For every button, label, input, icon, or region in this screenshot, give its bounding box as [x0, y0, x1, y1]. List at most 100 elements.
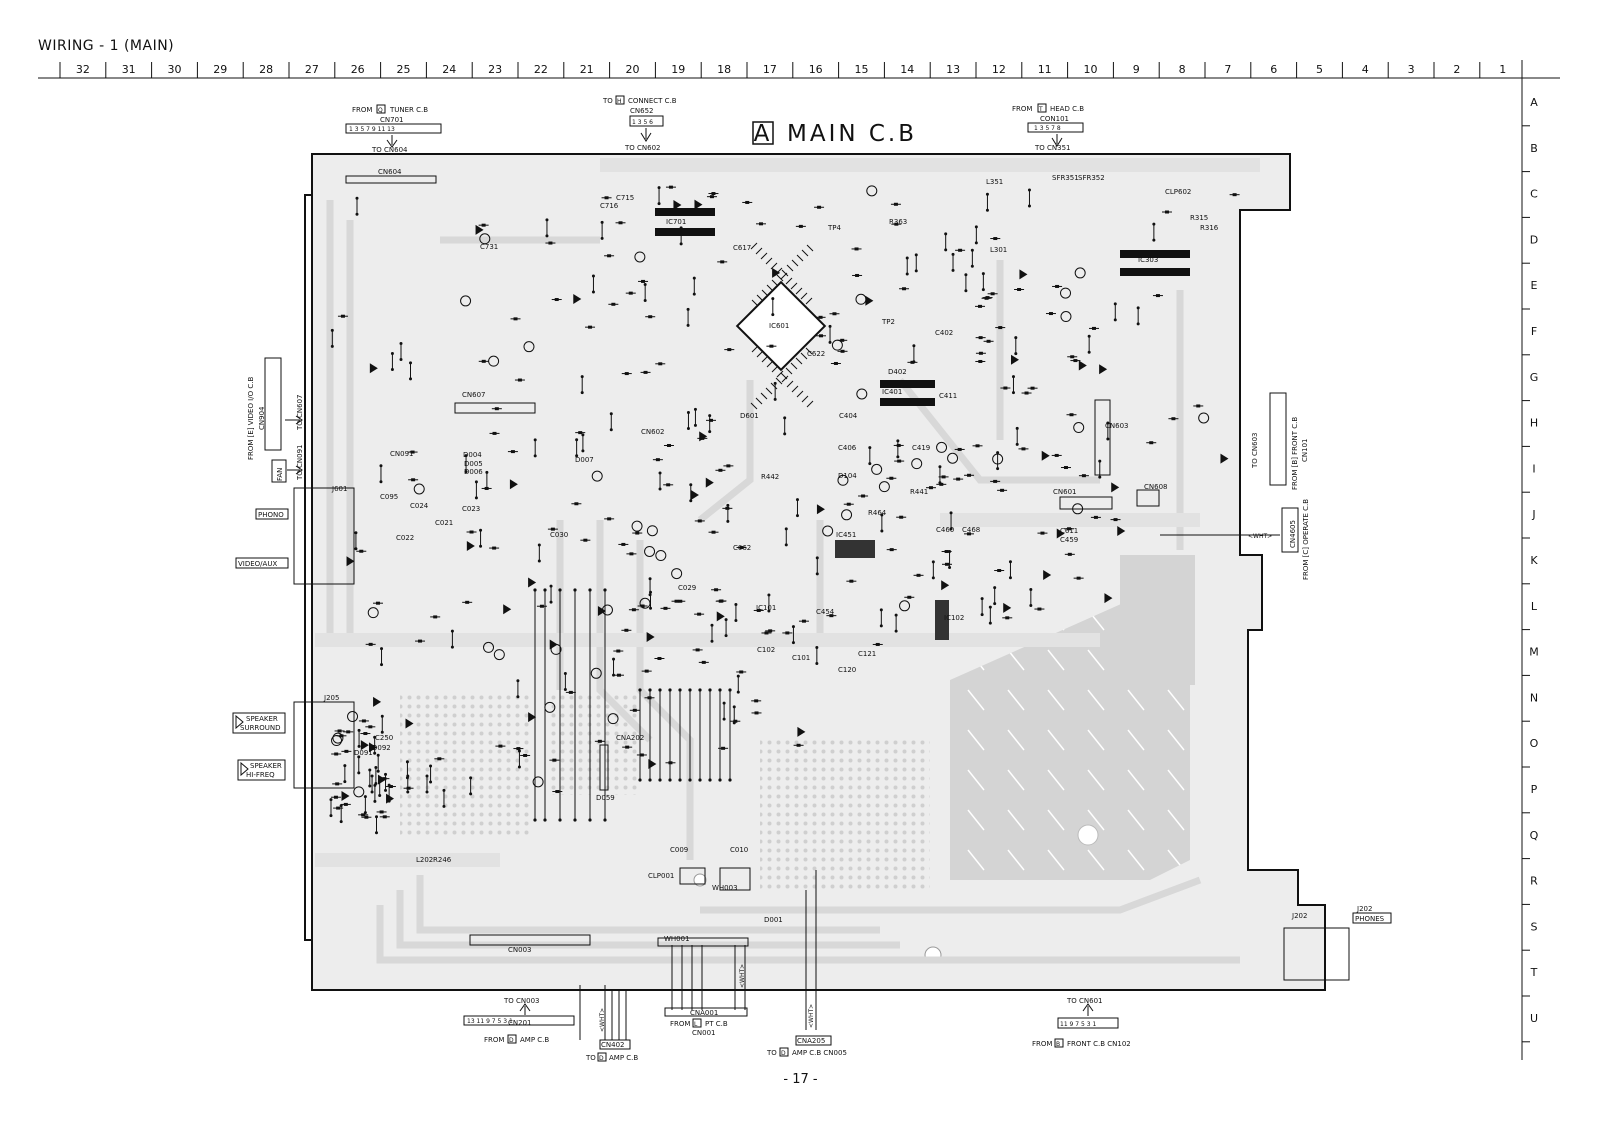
component-d104: D104	[838, 472, 857, 480]
component-d092: D092	[372, 744, 391, 752]
component-r464: R464	[868, 509, 887, 517]
tuner-cn: CN701	[380, 116, 404, 124]
component-c404: C404	[839, 412, 858, 420]
component-c617: C617	[733, 244, 751, 252]
component-c062: C062	[733, 544, 751, 552]
row-D: D	[1530, 233, 1538, 246]
component-d059: D059	[596, 794, 615, 802]
component-c622: C622	[807, 350, 825, 358]
board-label: MAIN C.B	[787, 121, 917, 147]
column-31: 31	[122, 63, 136, 76]
pt-wht: <WHT>	[739, 964, 746, 988]
amp1-from: FROM	[484, 1036, 504, 1044]
amp1-pins: 13 11 9 7 5 3 1	[467, 1018, 513, 1025]
component-cn607: CN607	[462, 391, 486, 399]
component-c611: C611	[1060, 527, 1078, 535]
column-20: 20	[626, 63, 640, 76]
ic601	[735, 242, 827, 410]
row-K: K	[1530, 554, 1538, 567]
column-17: 17	[763, 63, 777, 76]
column-1: 1	[1499, 63, 1506, 76]
fan-label: FAN	[276, 468, 284, 481]
component-c459: C459	[1060, 536, 1078, 544]
head-text: HEAD C.B	[1050, 105, 1084, 113]
connect-cn: CN652	[630, 107, 654, 115]
amp3-text: AMP C.B CN005	[792, 1049, 847, 1057]
amp2-wht: <WHT>	[599, 1008, 606, 1032]
component-labels: CN604CN607CN091CN602CN601CN603CN608CN003…	[354, 168, 1219, 954]
front-cn: CN101	[1301, 439, 1309, 463]
amp3-to: TO	[766, 1049, 777, 1057]
component-l301: L301	[990, 246, 1007, 254]
column-5: 5	[1316, 63, 1323, 76]
discrete-parts	[329, 185, 1240, 835]
component-c731: C731	[480, 243, 498, 251]
component-d006: D006	[464, 468, 483, 476]
amp1-cn: CN201	[508, 1019, 532, 1027]
column-14: 14	[900, 63, 914, 76]
component-c454: C454	[816, 608, 835, 616]
component-c101: C101	[792, 654, 810, 662]
column-19: 19	[671, 63, 685, 76]
row-J: J	[1531, 508, 1535, 521]
phono-label: PHONO	[258, 511, 284, 519]
component-c021: C021	[435, 519, 453, 527]
component-cna202: CNA202	[616, 734, 644, 742]
component-c250: C250	[375, 734, 393, 742]
connect-to: TO	[602, 97, 613, 105]
column-25: 25	[397, 63, 411, 76]
component-c411: C411	[939, 392, 957, 400]
right-labels: FROM [B] FRONT C.B CN101 TO CN603 FROM […	[1160, 392, 1392, 924]
speaker-hifreq-1: SPEAKER	[250, 762, 282, 770]
connector-strips	[345, 175, 1350, 981]
column-15: 15	[855, 63, 869, 76]
component-tp4: TP4	[827, 224, 841, 232]
bottom-connectors: TO CN003 CN201 13 11 9 7 5 3 1 FROM D AM…	[463, 870, 1131, 1062]
component-c460: C460	[936, 526, 954, 534]
amp2-text: AMP C.B	[609, 1054, 638, 1062]
component-wh003: WH003	[712, 884, 738, 892]
column-27: 27	[305, 63, 319, 76]
front2-text: FRONT C.B CN102	[1067, 1040, 1131, 1048]
tuner-from: FROM	[352, 106, 372, 114]
head-connector: FROM T HEAD C.B CON101 1 3 5 7 8 TO CN35…	[1012, 103, 1084, 152]
component-c715: C715	[616, 194, 634, 202]
row-L: L	[1531, 600, 1538, 613]
component-d402: D402	[888, 368, 907, 376]
component-c010: C010	[730, 846, 748, 854]
column-12: 12	[992, 63, 1006, 76]
head-from: FROM	[1012, 105, 1032, 113]
head-box: T	[1038, 106, 1043, 113]
component-c102: C102	[757, 646, 775, 654]
amp1-to: TO CN003	[503, 997, 540, 1005]
component-d601: D601	[740, 412, 759, 420]
front-label: FROM [B] FRONT C.B	[1291, 417, 1299, 490]
component-r315: R315	[1190, 214, 1208, 222]
row-G: G	[1530, 371, 1539, 384]
connect-to-cn: TO CN602	[624, 144, 661, 152]
component-c023: C023	[462, 505, 480, 513]
component-r363: R363	[889, 218, 907, 226]
amp2-cn: CN402	[601, 1041, 625, 1049]
row-B: B	[1530, 142, 1538, 155]
operate-label: FROM [C] OPERATE C.B	[1302, 499, 1310, 580]
to-cn603: TO CN603	[1251, 433, 1259, 470]
row-T: T	[1530, 966, 1538, 979]
component-r246: R246	[433, 856, 452, 864]
front2-box: B	[1056, 1041, 1060, 1048]
j601-label: J601	[331, 485, 347, 493]
head-cn: CON101	[1040, 115, 1069, 123]
pt-from: FROM	[670, 1020, 690, 1028]
operate-wht: <WHT>	[1248, 533, 1272, 540]
row-P: P	[1531, 783, 1538, 796]
row-F: F	[1531, 325, 1537, 338]
amp1-box: D	[509, 1037, 514, 1044]
column-22: 22	[534, 63, 548, 76]
speaker-surround-1: SPEAKER	[246, 715, 278, 723]
component-clp001: CLP001	[648, 872, 674, 880]
column-9: 9	[1133, 63, 1140, 76]
component-c406: C406	[838, 444, 857, 452]
column-3: 3	[1408, 63, 1415, 76]
row-N: N	[1530, 691, 1538, 704]
component-ic303: IC303	[1138, 256, 1158, 264]
